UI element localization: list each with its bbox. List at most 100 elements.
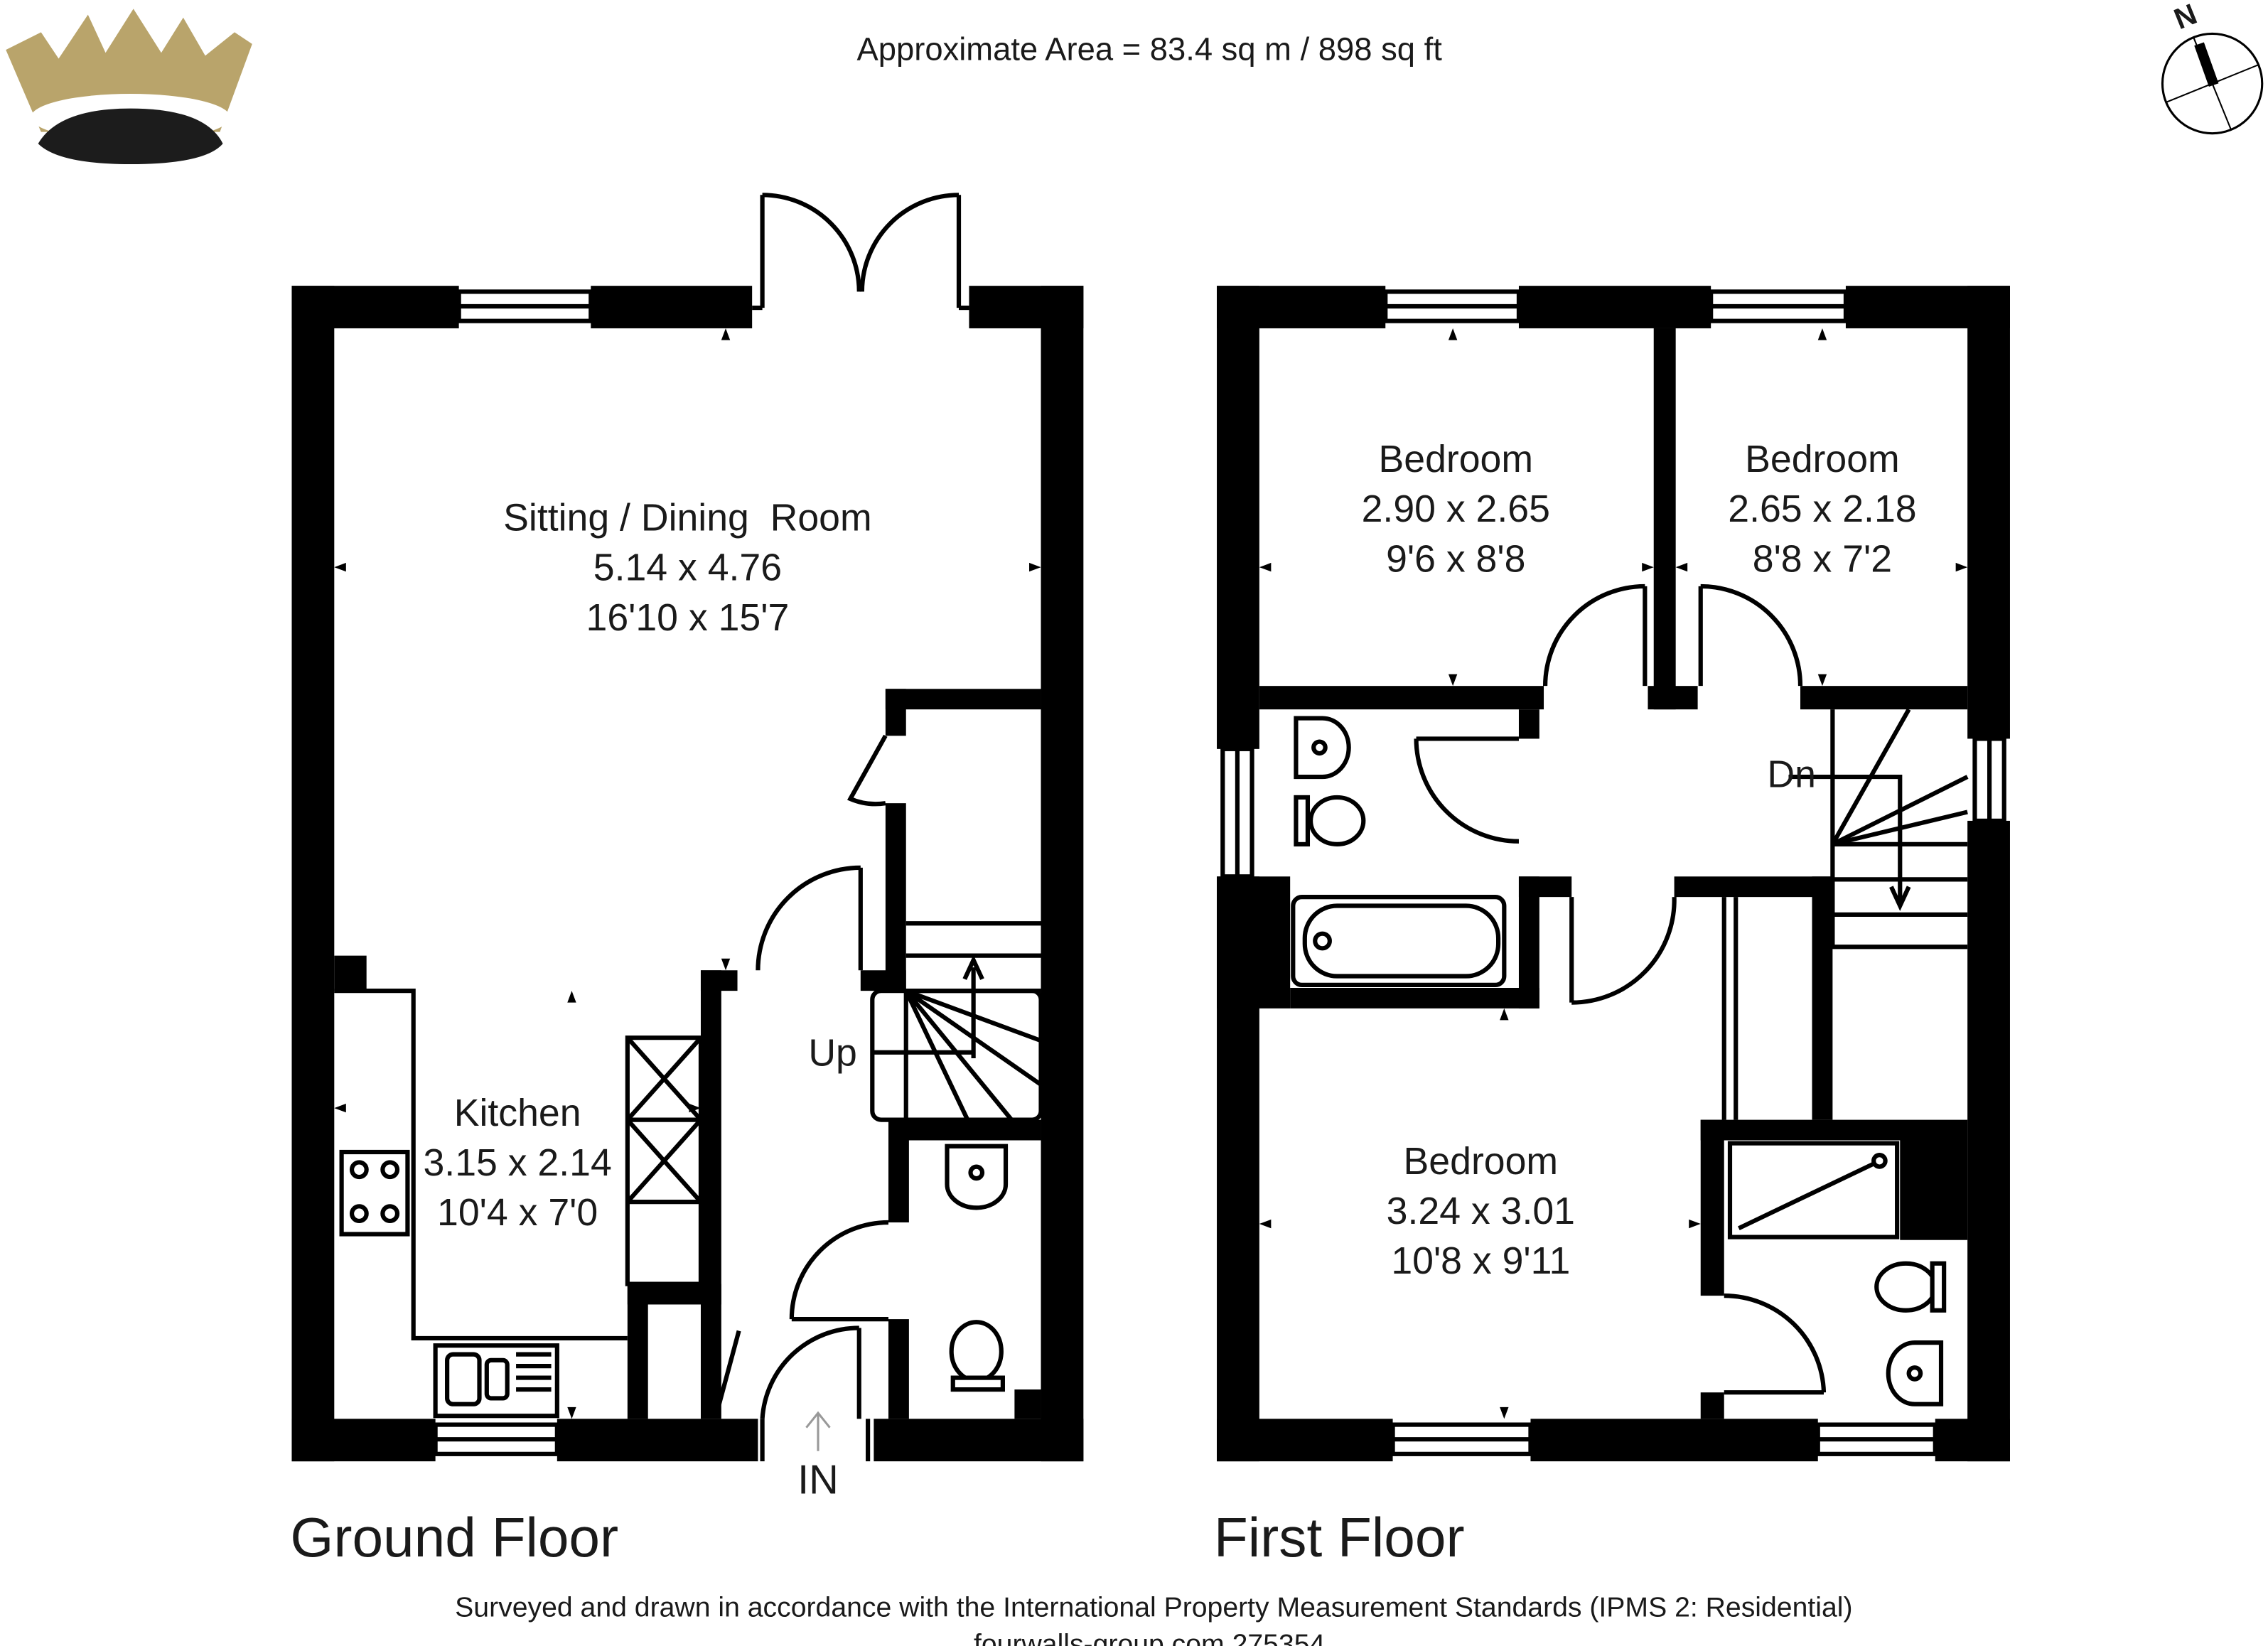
ff-wall-landing-bottom — [1674, 876, 1833, 898]
ff-wall-bath-right-top — [1518, 709, 1539, 739]
ff-bathroom-fixtures — [1291, 716, 1507, 987]
gf-entrance-label: IN — [797, 1458, 839, 1503]
gf-sitting-room-imperial: 16'10 x 15'7 — [586, 596, 790, 639]
ff-wall-top-b — [1518, 286, 1711, 328]
gf-sitting-room-metric: 5.14 x 4.76 — [593, 547, 782, 589]
entrance-arrow-icon — [805, 1411, 831, 1451]
gf-staircase — [870, 921, 1043, 1122]
ff-wall-bath-nib — [1518, 876, 1572, 898]
gf-wall-cupboard-left — [627, 1284, 648, 1419]
ff-wall-left-bottom — [1217, 876, 1259, 1462]
gf-wall-stair-top — [885, 689, 1041, 710]
ff-wall-bottom-b — [1530, 1419, 1818, 1462]
ff-bedroom2-imperial: 8'8 x 7'2 — [1753, 537, 1892, 580]
footer-reference: fourwalls-group.com 275354 — [974, 1629, 1325, 1646]
ff-bedroom3-name: Bedroom — [1404, 1140, 1559, 1183]
gf-wall-right — [1041, 286, 1084, 1462]
gf-wall-wc-top — [888, 1119, 1041, 1141]
compass-needle — [2194, 42, 2219, 87]
ff-wall-bed2-bottom — [1800, 686, 1968, 710]
gf-kitchen-units — [334, 989, 704, 1419]
ff-staircase — [1788, 708, 1969, 950]
gf-wall-wc-left-bottom — [888, 1319, 909, 1419]
ff-wall-left-top — [1217, 286, 1259, 749]
ff-bed3-door — [1569, 897, 1677, 1005]
gf-floor-title: Ground Floor — [290, 1506, 618, 1569]
ff-wall-bath-bottom — [1290, 988, 1539, 1008]
ff-wall-bath-right — [1518, 876, 1539, 1008]
gf-wall-bottom-left — [291, 1419, 436, 1462]
gf-french-doors — [752, 193, 969, 311]
ff-bedroom2-name: Bedroom — [1745, 438, 1900, 480]
gf-wall-left — [291, 286, 335, 1462]
gf-wall-hall-nib — [700, 970, 738, 991]
ff-wall-stair-left — [1812, 876, 1833, 1120]
gf-entrance-door — [760, 1325, 871, 1462]
ff-wall-bottom-a — [1217, 1419, 1393, 1462]
gf-cupboard-door — [716, 1330, 741, 1408]
gf-wc-fixtures — [945, 1144, 1009, 1392]
gf-kitchen-imperial: 10'4 x 7'0 — [437, 1191, 598, 1234]
ff-wall-bed1-bottom — [1259, 686, 1544, 710]
gf-sitting-room-name: Sitting / Dining Room — [503, 497, 871, 539]
ff-wardrobe — [1721, 897, 1738, 1120]
gf-kitchen-metric: 3.15 x 2.14 — [423, 1141, 611, 1184]
ff-bedroom1-name: Bedroom — [1378, 438, 1533, 480]
crown-base — [38, 108, 223, 164]
ff-bath-toilet — [1308, 795, 1366, 846]
area-summary: Approximate Area = 83.4 sq m / 898 sq ft — [857, 31, 1443, 68]
ff-bedroom2-metric: 2.65 x 2.18 — [1728, 488, 1916, 530]
ff-bath-door — [1414, 736, 1519, 844]
gf-wall-wc-corner — [1014, 1389, 1041, 1419]
ff-ensuite-fixtures — [1727, 1141, 1947, 1406]
ff-wall-right-bottom — [1967, 820, 2010, 1462]
ff-ensuite-toilet — [1874, 1261, 1938, 1313]
ff-bedroom3-imperial: 10'8 x 9'11 — [1391, 1239, 1570, 1282]
gf-stairs-label: Up — [808, 1031, 857, 1074]
gf-sink — [433, 1343, 559, 1419]
gf-wall-bottom-right — [874, 1419, 1084, 1462]
ff-wall-right-top — [1967, 286, 2010, 739]
first-floor-plan: Bedroom 2.90 x 2.65 9'6 x 8'8 Bedroom 2.… — [1214, 286, 2010, 1569]
ff-wall-ensuite-left — [1700, 1119, 1724, 1296]
ff-wall-bed-divider — [1653, 328, 1676, 710]
gf-wall-stair-left — [885, 803, 906, 991]
ff-wall-bottom-c — [1935, 1419, 2010, 1462]
ff-bedroom1-imperial: 9'6 x 8'8 — [1386, 537, 1525, 580]
gf-wall-kitchen-nib — [334, 955, 367, 991]
gf-wc-door — [789, 1220, 888, 1322]
ff-bedroom3-metric: 3.24 x 3.01 — [1387, 1190, 1575, 1232]
ff-floor-title: First Floor — [1214, 1506, 1465, 1569]
compass-north-label: N — [2169, 0, 2201, 36]
gf-wall-stair-stub — [885, 689, 906, 736]
ff-ensuite-basin — [1886, 1340, 1944, 1406]
gf-wall-stair-left-nib — [860, 970, 906, 991]
ff-wall-ensuite-nib — [1700, 1392, 1724, 1419]
ff-bath-basin — [1294, 716, 1351, 780]
gf-stair-cupboard-door — [847, 734, 888, 807]
gf-toilet — [949, 1320, 1004, 1383]
ff-stairs-label: Dn — [1767, 753, 1816, 795]
gf-dimension-ticks — [334, 328, 1041, 1419]
gf-kitchen-name: Kitchen — [454, 1092, 581, 1134]
ff-wall-shower-end — [1900, 1140, 1968, 1240]
footer-standards-note: Surveyed and drawn in accordance with th… — [455, 1593, 1852, 1623]
ff-dimension-ticks — [1259, 328, 1968, 1419]
ground-floor-plan: Sitting / Dining Room 5.14 x 4.76 16'10 … — [290, 193, 1084, 1569]
ff-bed1-door — [1542, 583, 1648, 687]
compass-circle — [2161, 32, 2264, 135]
ff-bed2-door — [1698, 583, 1803, 687]
gf-wall-wc-left-top — [888, 1119, 909, 1222]
ff-wall-divider-foot — [1648, 686, 1698, 710]
gf-hall-door — [756, 865, 863, 971]
crown-logo — [6, 9, 252, 164]
ff-bathtub — [1291, 895, 1507, 987]
ff-bedroom1-metric: 2.90 x 2.65 — [1362, 488, 1550, 530]
compass-rose: N — [2161, 0, 2264, 135]
gf-wall-hall-left — [700, 970, 721, 1419]
ff-wall-ensuite-top — [1700, 1119, 1968, 1141]
gf-wall-top-mid — [591, 286, 753, 328]
ff-ensuite-door — [1724, 1293, 1827, 1395]
gf-wall-bottom-mid — [557, 1419, 758, 1462]
